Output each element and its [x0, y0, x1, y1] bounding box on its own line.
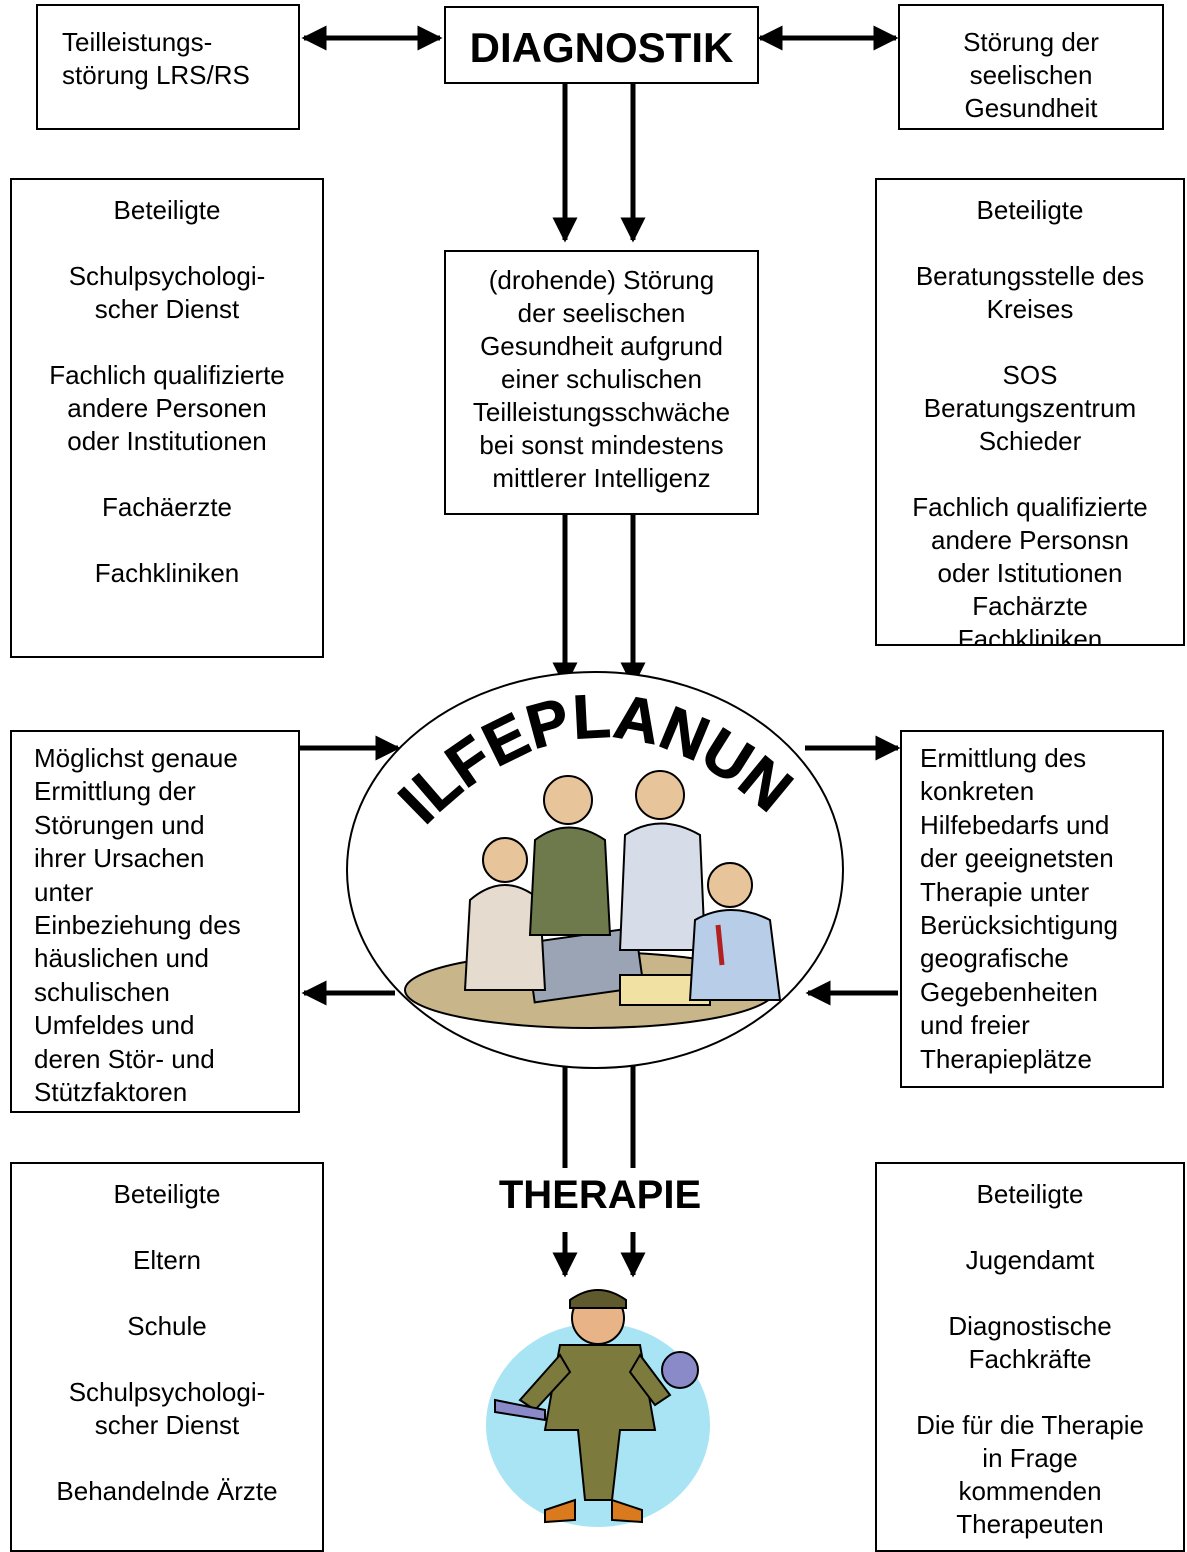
participant-line: Fachkliniken	[957, 624, 1103, 646]
definition-line: der seelischen	[517, 298, 686, 328]
hilfe-right-line: Berücksichtigung	[920, 910, 1118, 941]
definition-line: Gesundheit aufgrund	[480, 331, 723, 361]
participant-line: Diagnostische	[948, 1311, 1112, 1341]
participant-line: Beratungsstelle des	[915, 261, 1145, 291]
hilfe-left-line: häuslichen und	[34, 943, 209, 974]
hilfe-left-line: Stützfaktoren	[34, 1077, 188, 1108]
hilfe-left-line: Möglichst genaue	[34, 743, 238, 773]
definition-line: Teilleistungsschwäche	[472, 397, 731, 427]
participant-line: kommenden	[958, 1476, 1102, 1506]
participant-line: Beratungszentrum	[923, 393, 1137, 423]
participants-heading: Beteiligte	[113, 1179, 221, 1209]
participant-line: Eltern	[133, 1245, 201, 1275]
participants-heading: Beteiligte	[976, 1179, 1084, 1209]
participant-line: scher Dienst	[94, 1410, 240, 1440]
hilfe-right-line: Ermittlung des	[920, 743, 1087, 773]
participant-line: Schieder	[978, 426, 1082, 456]
participants-therapy-left: Beteiligte Eltern Schule Schulpsychologi…	[10, 1162, 324, 1552]
seelische-gesundheit-box: Störung der seelischen Gesundheit	[898, 4, 1164, 130]
definition-line: bei sonst mindestens	[479, 430, 724, 460]
participants-heading: Beteiligte	[976, 195, 1084, 225]
definition-line: einer schulischen	[501, 364, 702, 394]
hilfe-right-line: konkreten	[920, 776, 1035, 807]
hilfe-right-line: Hilfebedarfs und	[920, 809, 1110, 840]
hilfeplanung-left-box: Möglichst genaue Ermittlung der Störunge…	[10, 730, 300, 1113]
seelische-line: Störung der	[963, 27, 1099, 57]
participants-therapy-right: Beteiligte Jugendamt Diagnostische Fachk…	[875, 1162, 1185, 1552]
meeting-clipart-icon	[404, 770, 782, 1029]
hilfe-left-line: Ermittlung der	[34, 776, 196, 807]
participants-diagnosis-left: Beteiligte Schulpsychologi- scher Dienst…	[10, 178, 324, 658]
participants-diagnosis-right: Beteiligte Beratungsstelle des Kreises S…	[875, 178, 1185, 646]
participant-line: Schulpsychologi-	[68, 261, 266, 291]
hilfe-left-line: schulischen	[34, 976, 170, 1007]
participant-line: Fachkräfte	[968, 1344, 1092, 1374]
hilfe-left-line: Umfeldes und	[34, 1010, 195, 1041]
hilfe-right-line: und freier	[920, 1010, 1030, 1041]
participant-line: Fachkliniken	[94, 558, 240, 588]
hilfe-left-line: unter	[34, 876, 94, 907]
participant-line: oder Istitutionen	[937, 558, 1123, 588]
seelische-line: Gesundheit	[964, 93, 1098, 123]
hilfeplanung-right-box: Ermittlung des konkreten Hilfebedarfs un…	[900, 730, 1164, 1088]
hilfe-right-line: Gegebenheiten	[920, 976, 1098, 1007]
participant-line: Kreises	[986, 294, 1074, 324]
diagnostik-title: DIAGNOSTIK	[469, 24, 734, 71]
hilfe-right-line: der geeignetsten	[920, 843, 1114, 874]
teilleistung-line: Teilleistungs-	[62, 27, 213, 57]
teilleistung-box: Teilleistungs- störung LRS/RS	[36, 4, 300, 130]
therapie-title: THERAPIE	[498, 1173, 702, 1217]
hilfe-left-line: ihrer Ursachen	[34, 843, 205, 874]
participant-line: scher Dienst	[94, 294, 240, 324]
hilfe-left-line: Einbeziehung des	[34, 910, 241, 941]
participant-line: Fachärzte	[972, 591, 1088, 621]
diagnostik-box: DIAGNOSTIK	[444, 6, 759, 84]
participant-line: Fachäerzte	[101, 492, 233, 522]
definition-line: mittlerer Intelligenz	[492, 463, 711, 493]
hilfe-left-line: deren Stör- und	[34, 1043, 215, 1074]
definition-line: (drohende) Störung	[488, 265, 715, 295]
participant-line: Schulpsychologi-	[68, 1377, 266, 1407]
participant-line: SOS	[1002, 360, 1058, 390]
participant-line: Therapeuten	[956, 1509, 1104, 1539]
participant-line: Fachlich qualifizierte	[49, 360, 285, 390]
participants-heading: Beteiligte	[113, 195, 221, 225]
participant-line: Schule	[127, 1311, 207, 1341]
participant-line: andere Personen	[67, 393, 267, 423]
seelische-line: seelischen	[969, 60, 1093, 90]
participant-line: Die für die Therapie	[916, 1410, 1144, 1440]
participant-line: in Frage	[982, 1443, 1078, 1473]
teilleistung-line: störung LRS/RS	[62, 60, 250, 90]
hilfe-left-line: Störungen und	[34, 809, 205, 840]
mechanic-clipart-icon	[486, 1289, 710, 1527]
definition-box: (drohende) Störung der seelischen Gesund…	[444, 250, 759, 515]
participant-line: Behandelnde Ärzte	[56, 1476, 278, 1506]
hilfe-right-line: Therapieplätze	[920, 1043, 1092, 1074]
participant-line: oder Institutionen	[67, 426, 267, 456]
hilfe-right-line: Therapie unter	[920, 876, 1090, 907]
participant-line: Fachlich qualifizierte	[912, 492, 1148, 522]
hilfe-right-line: geografische	[920, 943, 1069, 974]
participant-line: andere Personsn	[930, 525, 1130, 555]
participant-line: Jugendamt	[965, 1245, 1095, 1275]
